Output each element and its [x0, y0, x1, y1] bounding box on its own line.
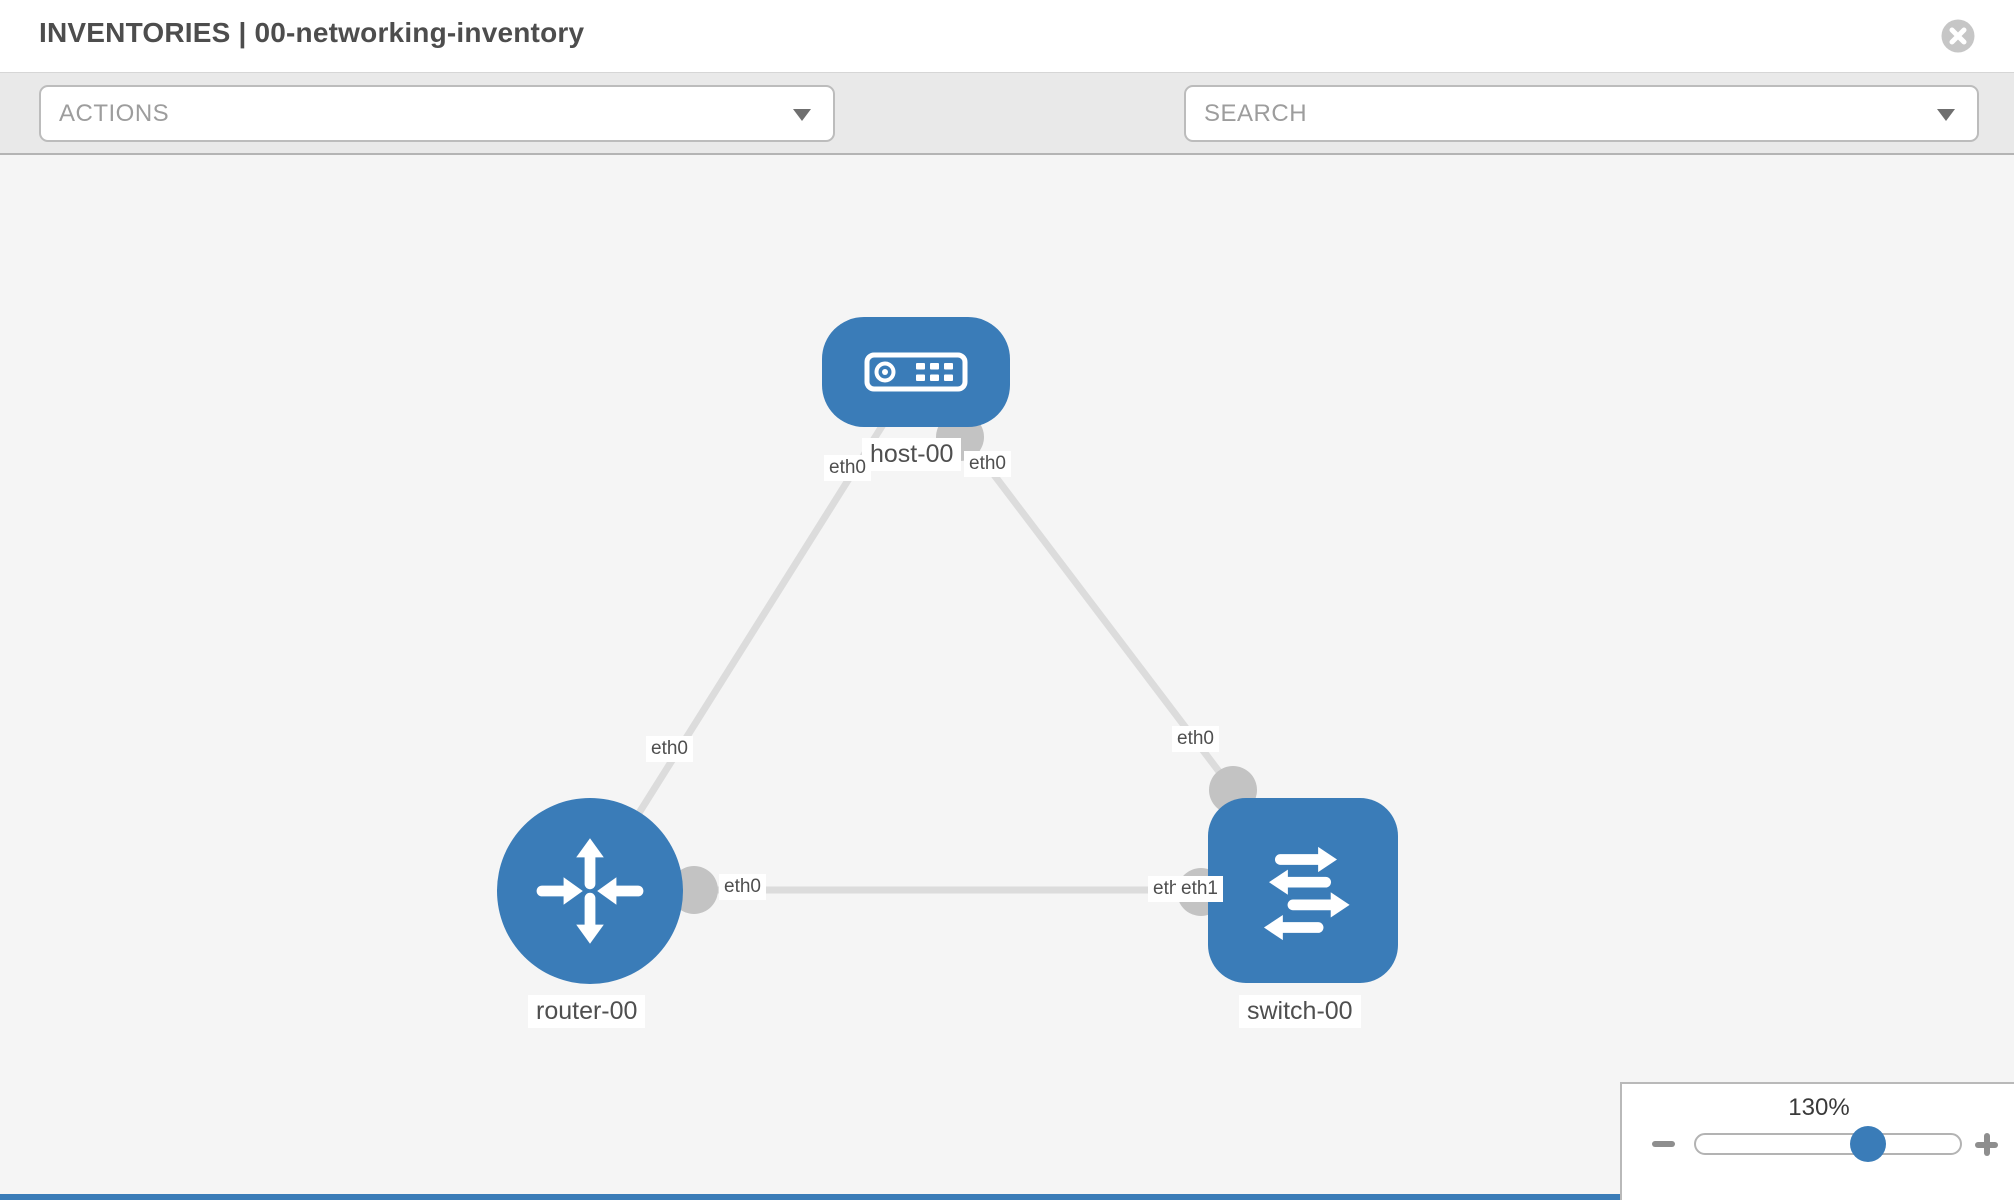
page-title: INVENTORIES | 00-networking-inventory: [39, 17, 585, 48]
node-router-00[interactable]: [497, 798, 683, 984]
search-placeholder: SEARCH: [1204, 100, 1308, 127]
interface-label-router-right: eth0: [719, 874, 766, 900]
node-switch-00[interactable]: [1208, 798, 1398, 983]
zoom-panel: 130%: [1620, 1082, 2014, 1200]
close-button[interactable]: [1940, 18, 1976, 54]
close-x-icon: [1949, 27, 1967, 45]
interface-label-host-right: eth0: [964, 451, 1011, 477]
chevron-down-icon: [1937, 109, 1955, 121]
node-label-router: router-00: [528, 995, 646, 1028]
node-label-host: host-00: [862, 438, 962, 471]
zoom-in-button[interactable]: [1975, 1133, 1998, 1156]
interface-label-host-switch: eth0: [1172, 726, 1219, 752]
host-icon: [864, 352, 968, 392]
interface-label-host-router: eth0: [646, 736, 693, 762]
router-icon: [536, 838, 644, 944]
actions-dropdown[interactable]: ACTIONS: [39, 85, 835, 142]
search-dropdown[interactable]: SEARCH: [1184, 85, 1979, 142]
actions-dropdown-label: ACTIONS: [59, 100, 170, 127]
zoom-out-button[interactable]: [1652, 1141, 1675, 1147]
zoom-slider[interactable]: [1694, 1126, 1962, 1162]
node-host-00[interactable]: [822, 317, 1010, 427]
node-label-switch: switch-00: [1239, 995, 1361, 1028]
chevron-down-icon: [793, 109, 811, 121]
switch-icon: [1263, 846, 1350, 940]
topology-canvas[interactable]: [0, 155, 2014, 1200]
interface-label-switch-left: eth1: [1176, 876, 1223, 902]
footer-strip: [0, 1194, 1620, 1200]
zoom-slider-thumb[interactable]: [1850, 1126, 1886, 1162]
header: INVENTORIES | 00-networking-inventory: [0, 0, 2014, 72]
interface-label-host-left: eth0: [824, 455, 871, 481]
zoom-level: 130%: [1788, 1094, 1850, 1121]
